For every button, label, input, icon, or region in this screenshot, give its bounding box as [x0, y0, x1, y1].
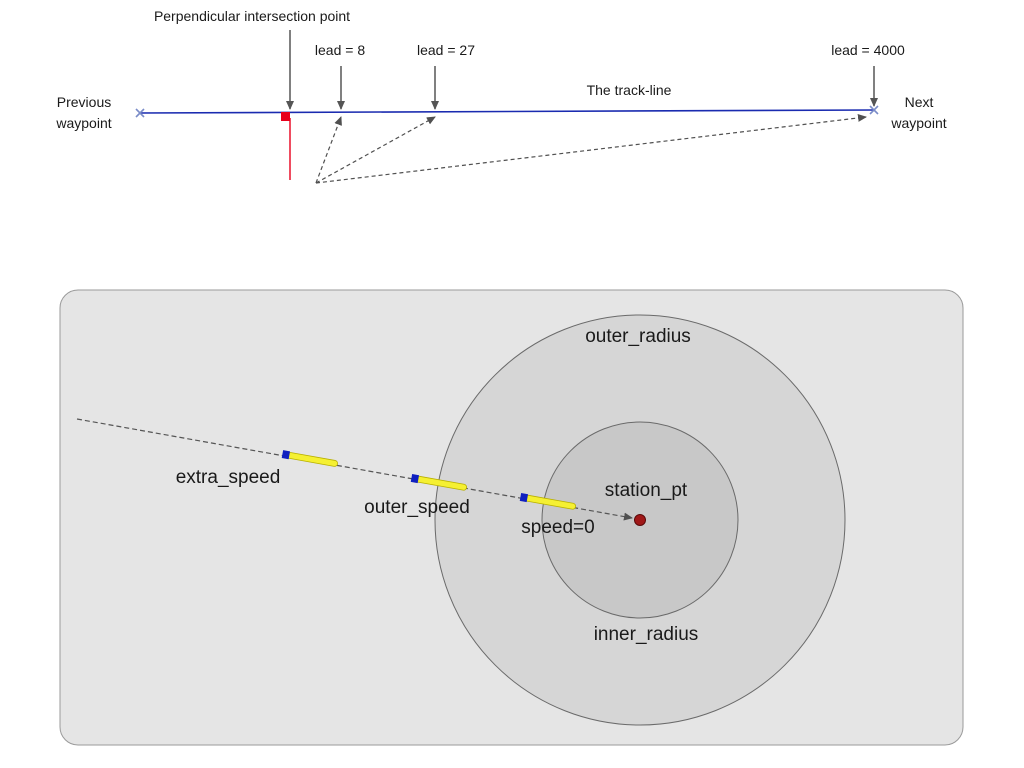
track-line	[139, 109, 875, 114]
lead-27-ray	[315, 116, 436, 184]
vessel-outer-speed	[410, 473, 468, 491]
lead-4000-label: lead = 4000	[831, 42, 905, 58]
extra-speed-label: extra_speed	[176, 467, 281, 488]
next-waypoint-label-line1: Next	[905, 94, 934, 110]
track-line-diagram: Perpendicular intersection point lead = …	[55, 8, 947, 184]
vessel-extra-speed	[281, 450, 339, 467]
inner-radius-label: inner_radius	[594, 624, 699, 645]
lead-8-label: lead = 8	[315, 42, 365, 58]
outer-speed-label: outer_speed	[364, 497, 470, 518]
previous-waypoint-label-line2: waypoint	[55, 115, 111, 131]
approach-path	[76, 418, 633, 521]
lead-27-label: lead = 27	[417, 42, 475, 58]
speed-zero-label: speed=0	[521, 517, 594, 538]
perpendicular-marker	[281, 112, 290, 121]
vessel-speed-zero	[519, 492, 577, 510]
lead-8-ray	[315, 116, 342, 184]
previous-waypoint-marker	[135, 108, 145, 118]
previous-waypoint-label-line1: Previous	[57, 94, 111, 110]
track-line-label: The track-line	[587, 82, 672, 98]
next-waypoint-label-line2: waypoint	[890, 115, 946, 131]
perpendicular-label: Perpendicular intersection point	[154, 8, 350, 24]
station-point-label: station_pt	[605, 480, 688, 501]
next-waypoint-marker	[869, 105, 879, 115]
lead-4000-ray	[315, 113, 867, 184]
station-point	[634, 514, 646, 526]
station-keeping-diagram: outer_radius inner_radius station_pt ext…	[59, 289, 964, 746]
outer-radius-label: outer_radius	[585, 326, 691, 347]
